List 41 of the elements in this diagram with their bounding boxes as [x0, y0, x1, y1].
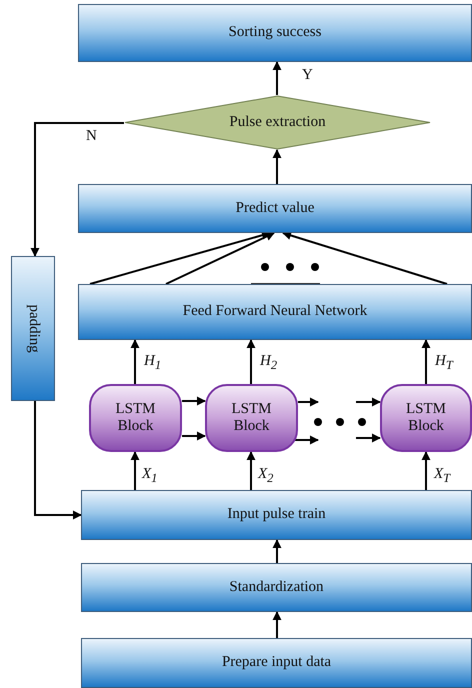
- lstm-block: [89, 384, 182, 452]
- node-label: Sorting success: [228, 24, 322, 42]
- lstm-block: [205, 384, 298, 452]
- process-box: [81, 563, 472, 612]
- process-box: [81, 490, 472, 540]
- arrow: [182, 432, 206, 440]
- process-box: [78, 4, 472, 62]
- arrow: [272, 149, 282, 184]
- arrow: [130, 451, 140, 490]
- arrow: [246, 339, 256, 384]
- node-label: Input pulse train: [227, 506, 326, 524]
- arrow: [298, 398, 319, 406]
- node-label: LSTM Block: [404, 400, 447, 436]
- arrow: [246, 451, 256, 490]
- process-box: [78, 184, 472, 233]
- arrow: [422, 451, 430, 490]
- node-label: Feed Forward Neural Network: [182, 303, 368, 321]
- arrow: [282, 231, 448, 285]
- node-label: Pulse extraction: [229, 114, 326, 132]
- arrow: [272, 539, 282, 563]
- node-label: LSTM Block: [230, 400, 272, 436]
- node-label: padding: [24, 304, 42, 353]
- node-label: Standardization: [229, 578, 324, 596]
- node-label: Predict value: [236, 200, 314, 218]
- arrow: [356, 398, 381, 406]
- lstm-block: [380, 384, 472, 452]
- node-label: LSTM Block: [114, 400, 156, 436]
- arrow: [130, 339, 140, 384]
- arrow: [272, 61, 282, 95]
- process-box: [81, 638, 472, 688]
- arrow: [34, 401, 82, 520]
- arrow: [30, 122, 124, 257]
- arrow: [182, 396, 206, 406]
- arrow: [166, 232, 275, 285]
- arrow: [272, 611, 282, 638]
- node-label: Prepare input data: [222, 654, 332, 672]
- decision-diamond: [124, 95, 431, 150]
- arrow: [356, 434, 381, 442]
- process-box: [78, 284, 472, 340]
- arrow: [422, 339, 430, 384]
- process-box: [11, 256, 55, 401]
